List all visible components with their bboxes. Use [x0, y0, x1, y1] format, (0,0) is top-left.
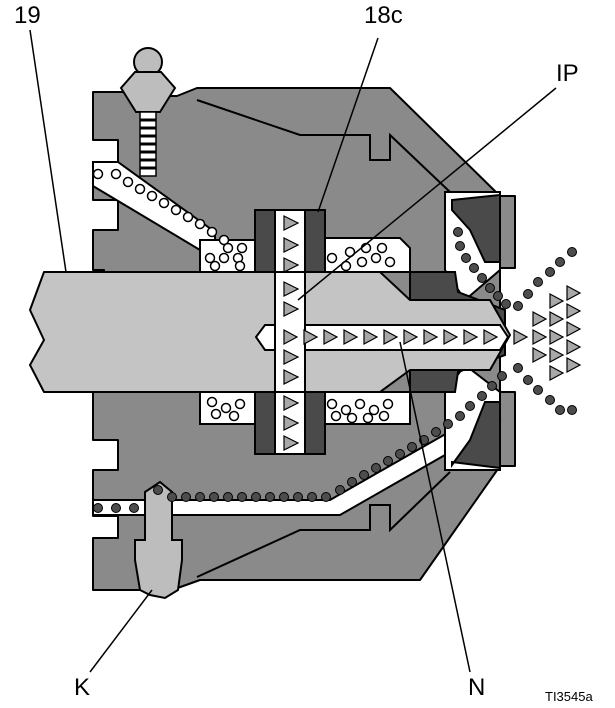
fluid-triangles-vertical — [283, 215, 300, 451]
top-fitting-spring — [139, 111, 157, 177]
seal-right-upper — [304, 209, 326, 275]
fluid-triangles-spray — [513, 284, 582, 382]
housing-inner-edge-bottom — [196, 471, 451, 578]
leader-line-18c — [317, 37, 379, 213]
seal-left-upper — [254, 209, 276, 275]
callout-K: K — [74, 674, 91, 701]
fluid-circles-lower — [206, 396, 394, 424]
fluid-circles-inlet — [92, 168, 248, 272]
air-dots-upper — [453, 227, 511, 309]
seal-right-lower — [304, 389, 326, 455]
seal-left-lower — [254, 389, 276, 455]
housing-inner-edge-top — [196, 99, 451, 193]
callout-18c: 18c — [364, 2, 403, 29]
air-cap-upper — [451, 193, 501, 263]
fluid-triangles-passage — [283, 328, 499, 346]
figure-id: TI3545a — [545, 689, 593, 704]
air-dots-spray — [513, 247, 577, 415]
top-fitting-body — [119, 71, 177, 113]
callout-19: 19 — [14, 2, 41, 29]
leader-line-K — [89, 589, 153, 673]
leader-line-19 — [29, 29, 67, 273]
callout-N: N — [468, 674, 486, 701]
fluid-circles-upper-right — [326, 242, 396, 272]
air-dots-lower-channel — [93, 371, 507, 513]
leader-line-N — [399, 341, 471, 673]
leader-line-IP — [297, 87, 557, 301]
callout-IP: IP — [556, 60, 579, 87]
air-cap-lower — [451, 401, 501, 470]
